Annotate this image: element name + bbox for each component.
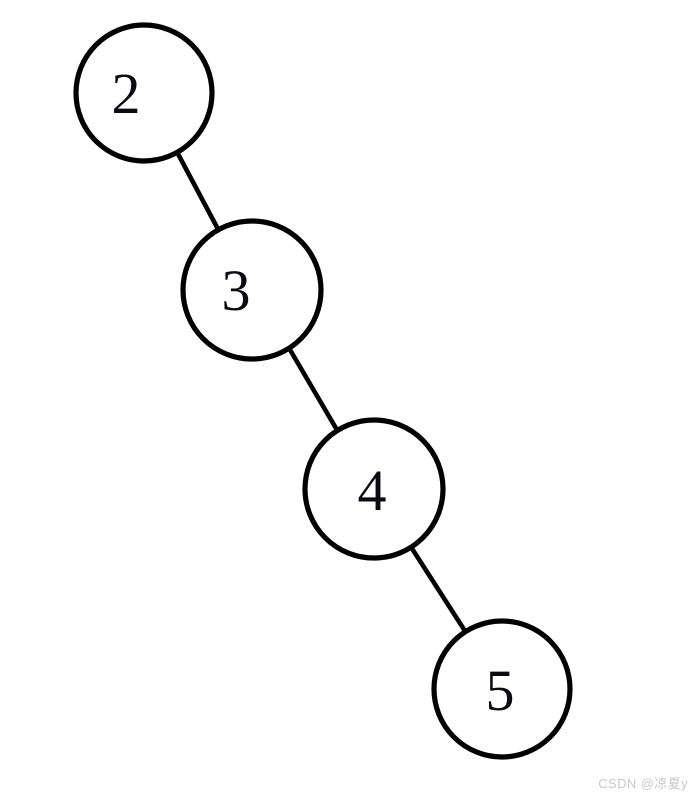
edge-4-to-5 — [408, 544, 468, 634]
edge-2-to-3 — [174, 149, 222, 234]
edge-group — [174, 149, 468, 634]
csdn-watermark: CSDN @凉夏y — [598, 776, 688, 791]
node-group: 2 3 4 5 — [73, 22, 573, 760]
node-label-5: 5 — [486, 658, 515, 723]
node-label-2: 2 — [112, 61, 141, 126]
node-circle-2[interactable] — [73, 22, 215, 164]
edge-3-to-4 — [286, 345, 340, 433]
node-label-3: 3 — [222, 258, 251, 323]
tree-node-3[interactable]: 3 — [180, 218, 324, 362]
node-label-4: 4 — [358, 458, 387, 523]
tree-node-4[interactable]: 4 — [302, 417, 446, 561]
tree-node-5[interactable]: 5 — [431, 618, 573, 760]
tree-node-2[interactable]: 2 — [73, 22, 215, 164]
node-circle-3[interactable] — [180, 218, 324, 362]
node-circle-4[interactable] — [302, 417, 446, 561]
node-circle-5[interactable] — [431, 618, 573, 760]
